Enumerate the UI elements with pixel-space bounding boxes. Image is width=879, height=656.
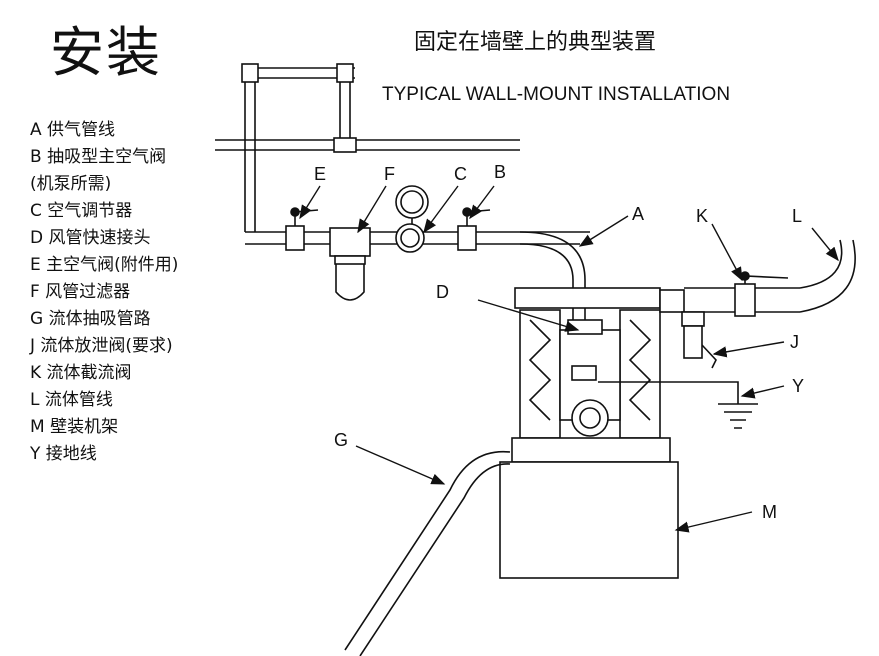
- legend-item-m: M 壁装机架: [30, 417, 119, 437]
- callout-m: M: [762, 502, 777, 522]
- callout-d: D: [436, 282, 449, 302]
- legend-item-d: D 风管快速接头: [30, 228, 151, 248]
- callout-j: J: [790, 332, 799, 352]
- callout-e: E: [314, 164, 326, 184]
- callout-g: G: [334, 430, 348, 450]
- callout-l: L: [792, 206, 802, 226]
- fluid-outlet-k: [659, 239, 856, 317]
- legend-item-a: A 供气管线: [30, 120, 116, 140]
- page-title: 安装: [50, 21, 162, 84]
- callout-a: A: [632, 204, 644, 224]
- legend-item-f: F 风管过滤器: [30, 282, 131, 302]
- callout-k: K: [696, 206, 708, 226]
- callout-b: B: [494, 162, 506, 182]
- legend-item-b: B 抽吸型主空气阀: [30, 147, 167, 167]
- air-filter-f: [329, 227, 371, 301]
- wall-bracket-m: [499, 461, 679, 579]
- callout-y: Y: [792, 376, 804, 396]
- ground-wire-y: [598, 381, 758, 429]
- suction-line-g: [344, 450, 511, 656]
- diaphragm-pump: [511, 287, 671, 463]
- callout-leaders: [299, 185, 839, 533]
- legend-item-j: J 流体放泄阀(要求): [30, 336, 173, 356]
- main-air-valve-e: [285, 207, 319, 251]
- legend-list: A 供气管线 B 抽吸型主空气阀 (机泵所需) C 空气调节器 D 风管快速接头…: [30, 117, 178, 468]
- legend-item-b-note: (机泵所需): [30, 174, 112, 194]
- air-regulator-c: [395, 185, 429, 253]
- fluid-line-l: [799, 239, 856, 313]
- air-line-a: [519, 231, 586, 320]
- legend-item-e: E 主空气阀(附件用): [30, 255, 179, 275]
- diagram-subtitle-en: TYPICAL WALL-MOUNT INSTALLATION: [382, 84, 731, 105]
- fluid-drain-valve-j: [681, 311, 717, 369]
- callout-c: C: [454, 164, 467, 184]
- legend-item-k: K 流体截流阀: [30, 363, 132, 383]
- legend-item-c: C 空气调节器: [30, 201, 133, 221]
- legend-item-y: Y 接地线: [30, 444, 97, 464]
- air-supply-piping: [215, 63, 590, 245]
- callout-f: F: [384, 164, 395, 184]
- diagram-subtitle-cn: 固定在墙壁上的典型装置: [414, 30, 657, 55]
- legend-item-g: G 流体抽吸管路: [30, 309, 151, 329]
- legend-item-l: L 流体管线: [30, 390, 113, 410]
